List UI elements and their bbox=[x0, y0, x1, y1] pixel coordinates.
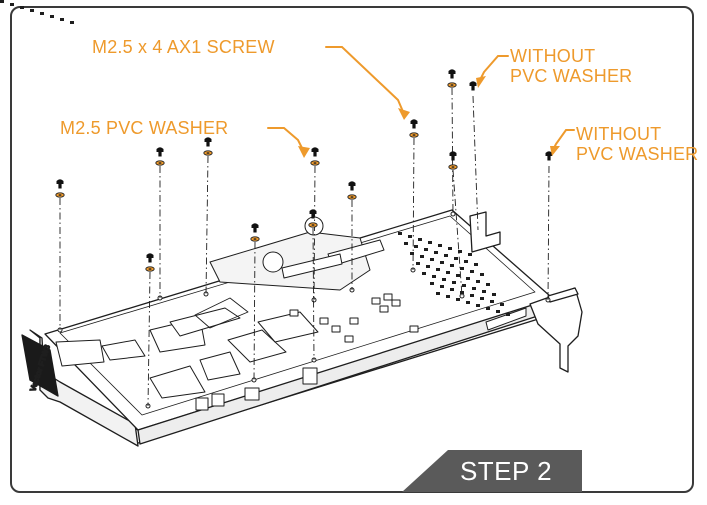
screw-callout-label: M2.5 x 4 AX1 SCREW bbox=[92, 37, 275, 57]
step-label: STEP 2 bbox=[459, 456, 553, 486]
without-washer-right-line2: PVC WASHER bbox=[576, 144, 699, 164]
diagram-frame bbox=[10, 6, 694, 493]
graphics-card-backplate: Vector FTW3 bbox=[21, 209, 583, 447]
callout-arrows bbox=[267, 46, 575, 153]
vent-grid bbox=[0, 0, 510, 316]
without-washer-right-line1: WITHOUT bbox=[576, 124, 662, 144]
callout-arrowheads bbox=[298, 76, 560, 158]
screws-without-washers bbox=[469, 81, 553, 161]
pvc-washer-callout-label: M2.5 PVC WASHER bbox=[60, 118, 229, 138]
without-washer-top-line1: WITHOUT bbox=[510, 46, 596, 66]
screw-alignment-lines bbox=[59, 87, 550, 407]
step-tab bbox=[402, 450, 582, 492]
without-washer-top-line2: PVC WASHER bbox=[510, 66, 633, 86]
without-washer-right-callout: WITHOUT PVC WASHER bbox=[576, 124, 698, 164]
without-washer-top-callout: WITHOUT PVC WASHER bbox=[510, 46, 632, 86]
